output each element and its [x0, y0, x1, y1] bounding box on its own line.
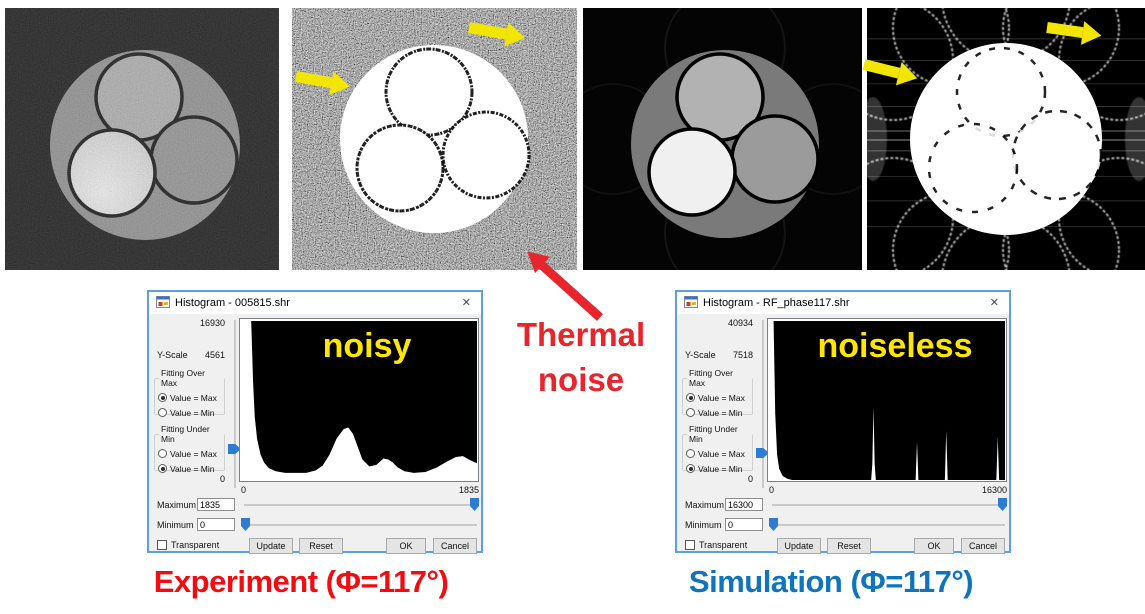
reset-button[interactable]: Reset: [299, 538, 343, 554]
x-axis-min-label: 0: [241, 485, 247, 495]
y-axis-min-value: 0: [219, 474, 225, 484]
radio-icon[interactable]: [158, 464, 167, 473]
mri-simulation-threshold-image: [867, 8, 1145, 270]
radio-icon[interactable]: [686, 408, 695, 417]
mri-simulation-magnitude-image: [583, 8, 862, 270]
radio-value-max[interactable]: Value = Max: [686, 446, 752, 461]
y-axis-max-value: 16930: [199, 318, 225, 328]
transparent-checkbox[interactable]: Transparent: [685, 540, 747, 550]
noiseless-label: noiseless: [817, 327, 973, 365]
maximum-label: Maximum: [685, 500, 725, 510]
minimum-slider-track[interactable]: [244, 524, 477, 526]
y-scale-label: Y-Scale: [685, 350, 716, 360]
thermal-noise-label: Thermal noise: [516, 316, 646, 398]
y-axis-max-value: 40934: [727, 318, 753, 328]
fitting-over-max-group: Fitting Over Max Value = Max Value = Min: [154, 368, 225, 418]
minimum-label: Minimum: [685, 520, 722, 530]
cancel-button[interactable]: Cancel: [433, 538, 477, 554]
radio-value-min[interactable]: Value = Min: [158, 461, 224, 476]
y-scale-value: 4561: [204, 350, 225, 360]
radio-value-min[interactable]: Value = Min: [686, 405, 752, 420]
minimum-slider-thumb[interactable]: [769, 518, 778, 531]
radio-icon[interactable]: [686, 464, 695, 473]
ok-button[interactable]: OK: [914, 538, 954, 554]
fitting-over-max-group: Fitting Over Max Value = Max Value = Min: [682, 368, 753, 418]
radio-value-max[interactable]: Value = Max: [686, 390, 752, 405]
dialog-title: Histogram - RF_phase117.shr: [703, 297, 850, 309]
cancel-button[interactable]: Cancel: [961, 538, 1005, 554]
y-scale-slider-track[interactable]: [234, 320, 236, 488]
y-axis-min-value: 0: [747, 474, 753, 484]
caption-experiment: Experiment (Φ=117°): [153, 564, 449, 599]
y-scale-slider-thumb[interactable]: [228, 444, 241, 454]
mri-experiment-threshold-image: [292, 8, 577, 270]
dialog-titlebar[interactable]: Histogram - 005815.shr ✕: [149, 292, 481, 314]
maximum-slider-thumb[interactable]: [998, 498, 1007, 511]
dialog-title: Histogram - 005815.shr: [175, 297, 290, 309]
group-label: Fitting Under Min: [689, 424, 738, 444]
maximum-label: Maximum: [157, 500, 197, 510]
radio-icon[interactable]: [686, 393, 695, 402]
noisy-label: noisy: [322, 327, 412, 365]
dialog-titlebar[interactable]: Histogram - RF_phase117.shr ✕: [677, 292, 1009, 314]
update-button[interactable]: Update: [249, 538, 293, 554]
ok-button[interactable]: OK: [386, 538, 426, 554]
histogram-plot: noiseless: [767, 318, 1007, 482]
maximum-input[interactable]: [725, 498, 763, 511]
histogram-app-icon: [684, 296, 698, 308]
maximum-slider-track[interactable]: [772, 504, 1005, 506]
group-label: Fitting Under Min: [161, 424, 210, 444]
histogram-dialog-simulation: Histogram - RF_phase117.shr ✕ 40934 Y-Sc…: [675, 290, 1011, 554]
histogram-dialog-experiment: Histogram - 005815.shr ✕ 16930 Y-Scale 4…: [147, 290, 483, 554]
close-icon[interactable]: ✕: [461, 297, 471, 309]
radio-value-min[interactable]: Value = Min: [686, 461, 752, 476]
group-label: Fitting Over Max: [161, 368, 205, 388]
radio-icon[interactable]: [158, 408, 167, 417]
histogram-plot: noisy: [239, 318, 479, 482]
y-scale-value: 7518: [732, 350, 753, 360]
maximum-slider-track[interactable]: [244, 504, 477, 506]
mri-experiment-magnitude-image: [5, 8, 279, 270]
reset-button[interactable]: Reset: [827, 538, 871, 554]
histogram-app-icon: [156, 296, 170, 308]
histogram-curve: [771, 321, 1005, 480]
caption-simulation: Simulation (Φ=117°): [688, 564, 974, 599]
minimum-input[interactable]: [197, 518, 235, 531]
radio-value-min[interactable]: Value = Min: [158, 405, 224, 420]
minimum-label: Minimum: [157, 520, 194, 530]
maximum-input[interactable]: [197, 498, 235, 511]
transparent-checkbox[interactable]: Transparent: [157, 540, 219, 550]
minimum-input[interactable]: [725, 518, 763, 531]
minimum-slider-track[interactable]: [772, 524, 1005, 526]
histogram-curve: [243, 321, 477, 480]
update-button[interactable]: Update: [777, 538, 821, 554]
radio-icon[interactable]: [158, 393, 167, 402]
minimum-slider-thumb[interactable]: [241, 518, 250, 531]
x-axis-max-label: 1835: [458, 485, 479, 495]
maximum-slider-thumb[interactable]: [470, 498, 479, 511]
group-label: Fitting Over Max: [689, 368, 733, 388]
fitting-under-min-group: Fitting Under Min Value = Max Value = Mi…: [682, 424, 753, 474]
y-scale-slider-track[interactable]: [762, 320, 764, 488]
checkbox-icon[interactable]: [157, 540, 167, 550]
y-scale-slider-thumb[interactable]: [756, 448, 769, 458]
close-icon[interactable]: ✕: [989, 297, 999, 309]
ghost-artifact-arc: [503, 215, 513, 267]
radio-value-max[interactable]: Value = Max: [158, 390, 224, 405]
fitting-under-min-group: Fitting Under Min Value = Max Value = Mi…: [154, 424, 225, 474]
x-axis-max-label: 16300: [981, 485, 1007, 495]
y-scale-label: Y-Scale: [157, 350, 188, 360]
radio-icon[interactable]: [686, 449, 695, 458]
radio-value-max[interactable]: Value = Max: [158, 446, 224, 461]
ghost-artifact-arc: [519, 29, 528, 117]
x-axis-min-label: 0: [769, 485, 775, 495]
radio-icon[interactable]: [158, 449, 167, 458]
checkbox-icon[interactable]: [685, 540, 695, 550]
